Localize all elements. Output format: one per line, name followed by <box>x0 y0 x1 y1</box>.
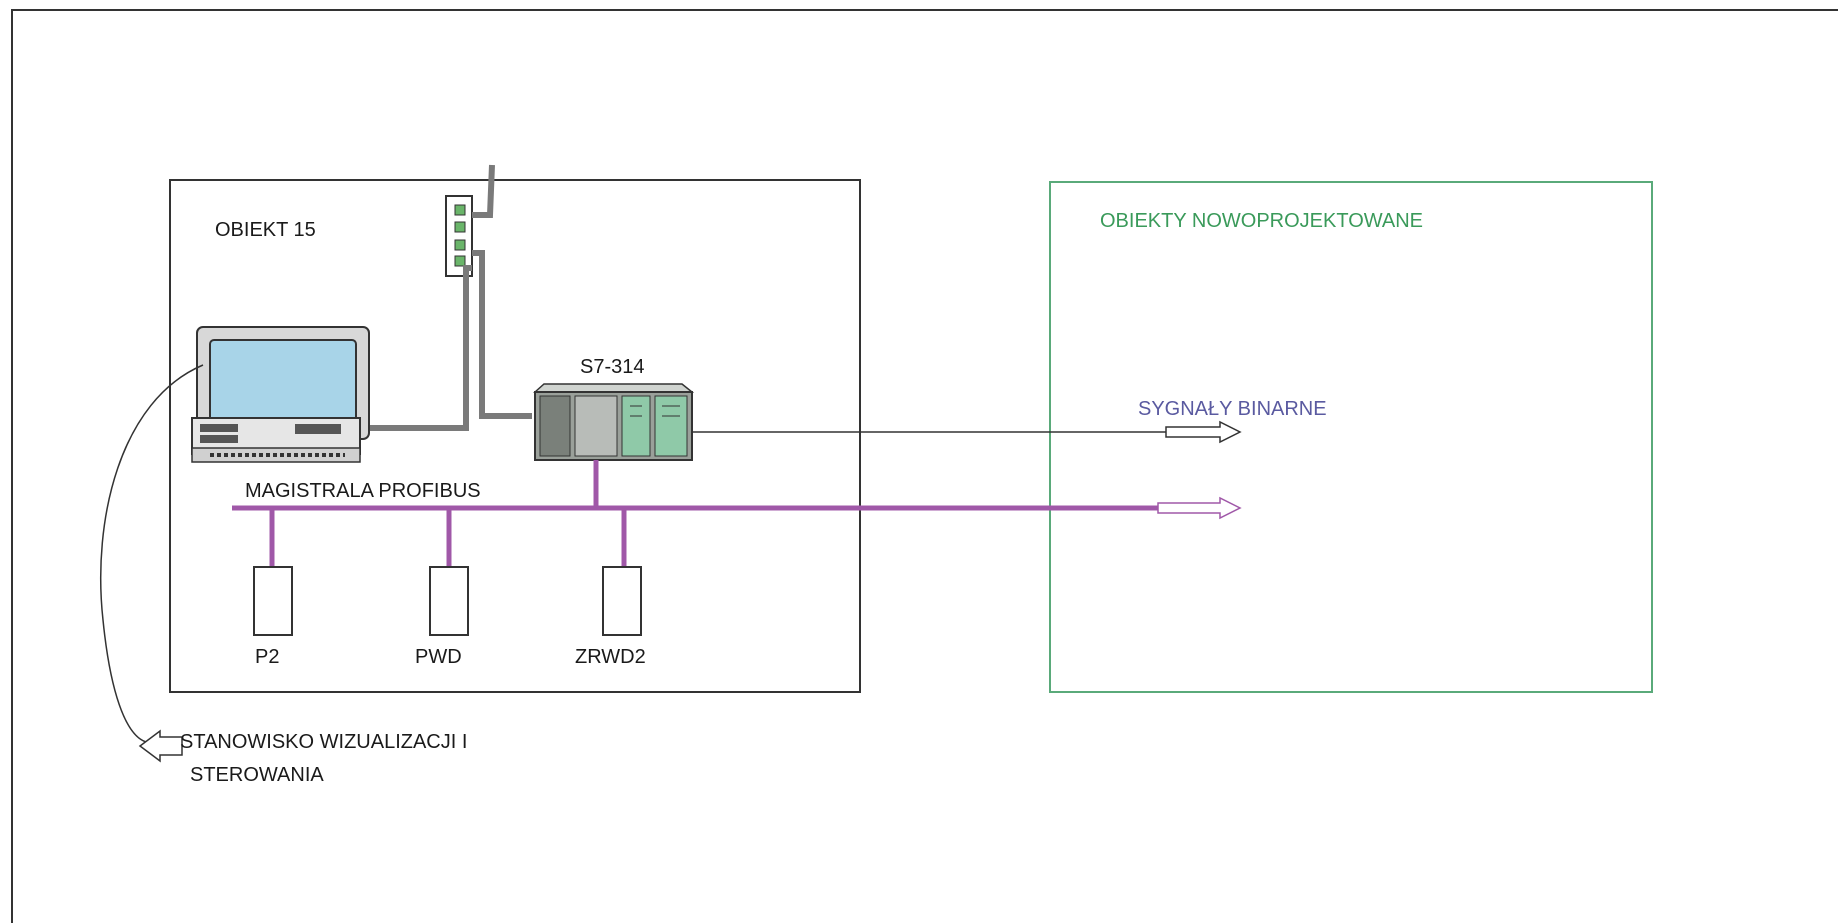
obiekt-15-box <box>169 179 861 693</box>
obiekt-15-title: OBIEKT 15 <box>215 219 316 241</box>
new-objects-title: OBIEKTY NOWOPROJEKTOWANE <box>1100 210 1423 232</box>
profibus-bus <box>232 460 1162 567</box>
device-p2-box <box>253 566 293 636</box>
station-label-line1: STANOWISKO WIZUALIZACJI I <box>180 731 467 753</box>
station-label-line2: STEROWANIA <box>190 764 324 786</box>
device-zrwd2-label: ZRWD2 <box>575 646 646 668</box>
device-zrwd2-box <box>602 566 642 636</box>
device-pwd-box <box>429 566 469 636</box>
outer-frame <box>11 9 1838 923</box>
network-switch-icon <box>445 195 473 277</box>
computer-workstation-icon <box>191 326 370 463</box>
binary-signals-label: SYGNAŁY BINARNE <box>1138 398 1327 420</box>
device-pwd-label: PWD <box>415 646 462 668</box>
station-connector-curve <box>100 364 204 743</box>
plc-s7-314-icon <box>533 383 695 461</box>
ethernet-cables <box>360 164 532 431</box>
station-arrow <box>138 729 183 763</box>
profibus-label: MAGISTRALA PROFIBUS <box>245 480 481 502</box>
profibus-arrow <box>1157 496 1242 520</box>
plc-label: S7-314 <box>580 356 645 378</box>
new-objects-box <box>1049 181 1653 693</box>
binary-signals-arrow <box>1165 420 1242 444</box>
device-p2-label: P2 <box>255 646 279 668</box>
